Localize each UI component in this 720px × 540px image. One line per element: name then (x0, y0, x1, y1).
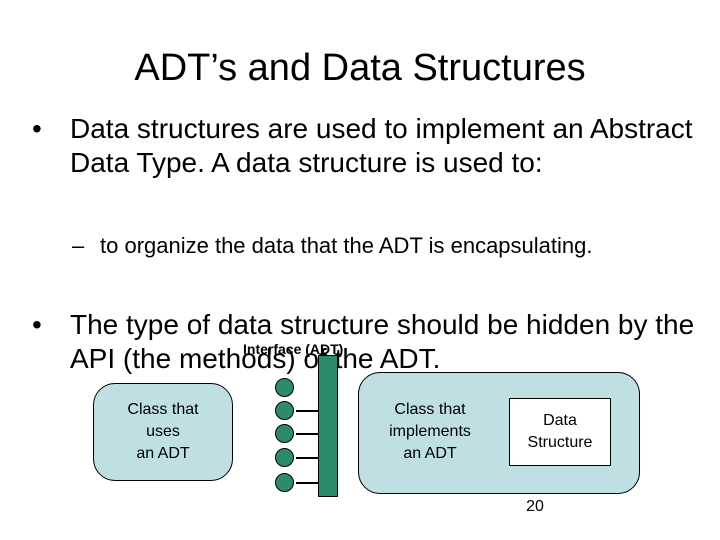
data-structure-box (509, 398, 611, 466)
bullet-data-structures: • Data structures are used to implement … (32, 112, 700, 180)
data-structure-label: Data Structure (527, 412, 593, 451)
implementation-class-label: Class that implements an ADT (389, 401, 471, 462)
method-knob-icon (275, 448, 294, 467)
bullet-marker: • (32, 113, 42, 144)
interface-bar (318, 355, 338, 497)
method-knob-icon (275, 378, 294, 397)
method-connector (296, 433, 318, 435)
bullet-marker: • (32, 309, 42, 340)
bullet-hidden-type: • The type of data structure should be h… (32, 308, 710, 376)
method-connector (296, 482, 318, 484)
method-knob-icon (275, 473, 294, 492)
sub-bullet-text: to organize the data that the ADT is enc… (100, 233, 593, 258)
page-number: 20 (526, 498, 544, 515)
method-connector (296, 457, 318, 459)
bullet-text: The type of data structure should be hid… (70, 309, 695, 374)
method-connector (296, 410, 318, 412)
bullet-text: Data structures are used to implement an… (70, 113, 693, 178)
slide-title: ADT’s and Data Structures (134, 47, 586, 89)
client-class-label: Class that uses an ADT (127, 401, 199, 462)
interface-label: Interface (ADT) (243, 341, 344, 357)
method-knob-icon (275, 401, 294, 420)
method-knob-icon (275, 424, 294, 443)
client-class-box (93, 383, 233, 481)
sub-bullet-organize: – to organize the data that the ADT is e… (72, 231, 620, 261)
sub-bullet-marker: – (72, 233, 85, 258)
